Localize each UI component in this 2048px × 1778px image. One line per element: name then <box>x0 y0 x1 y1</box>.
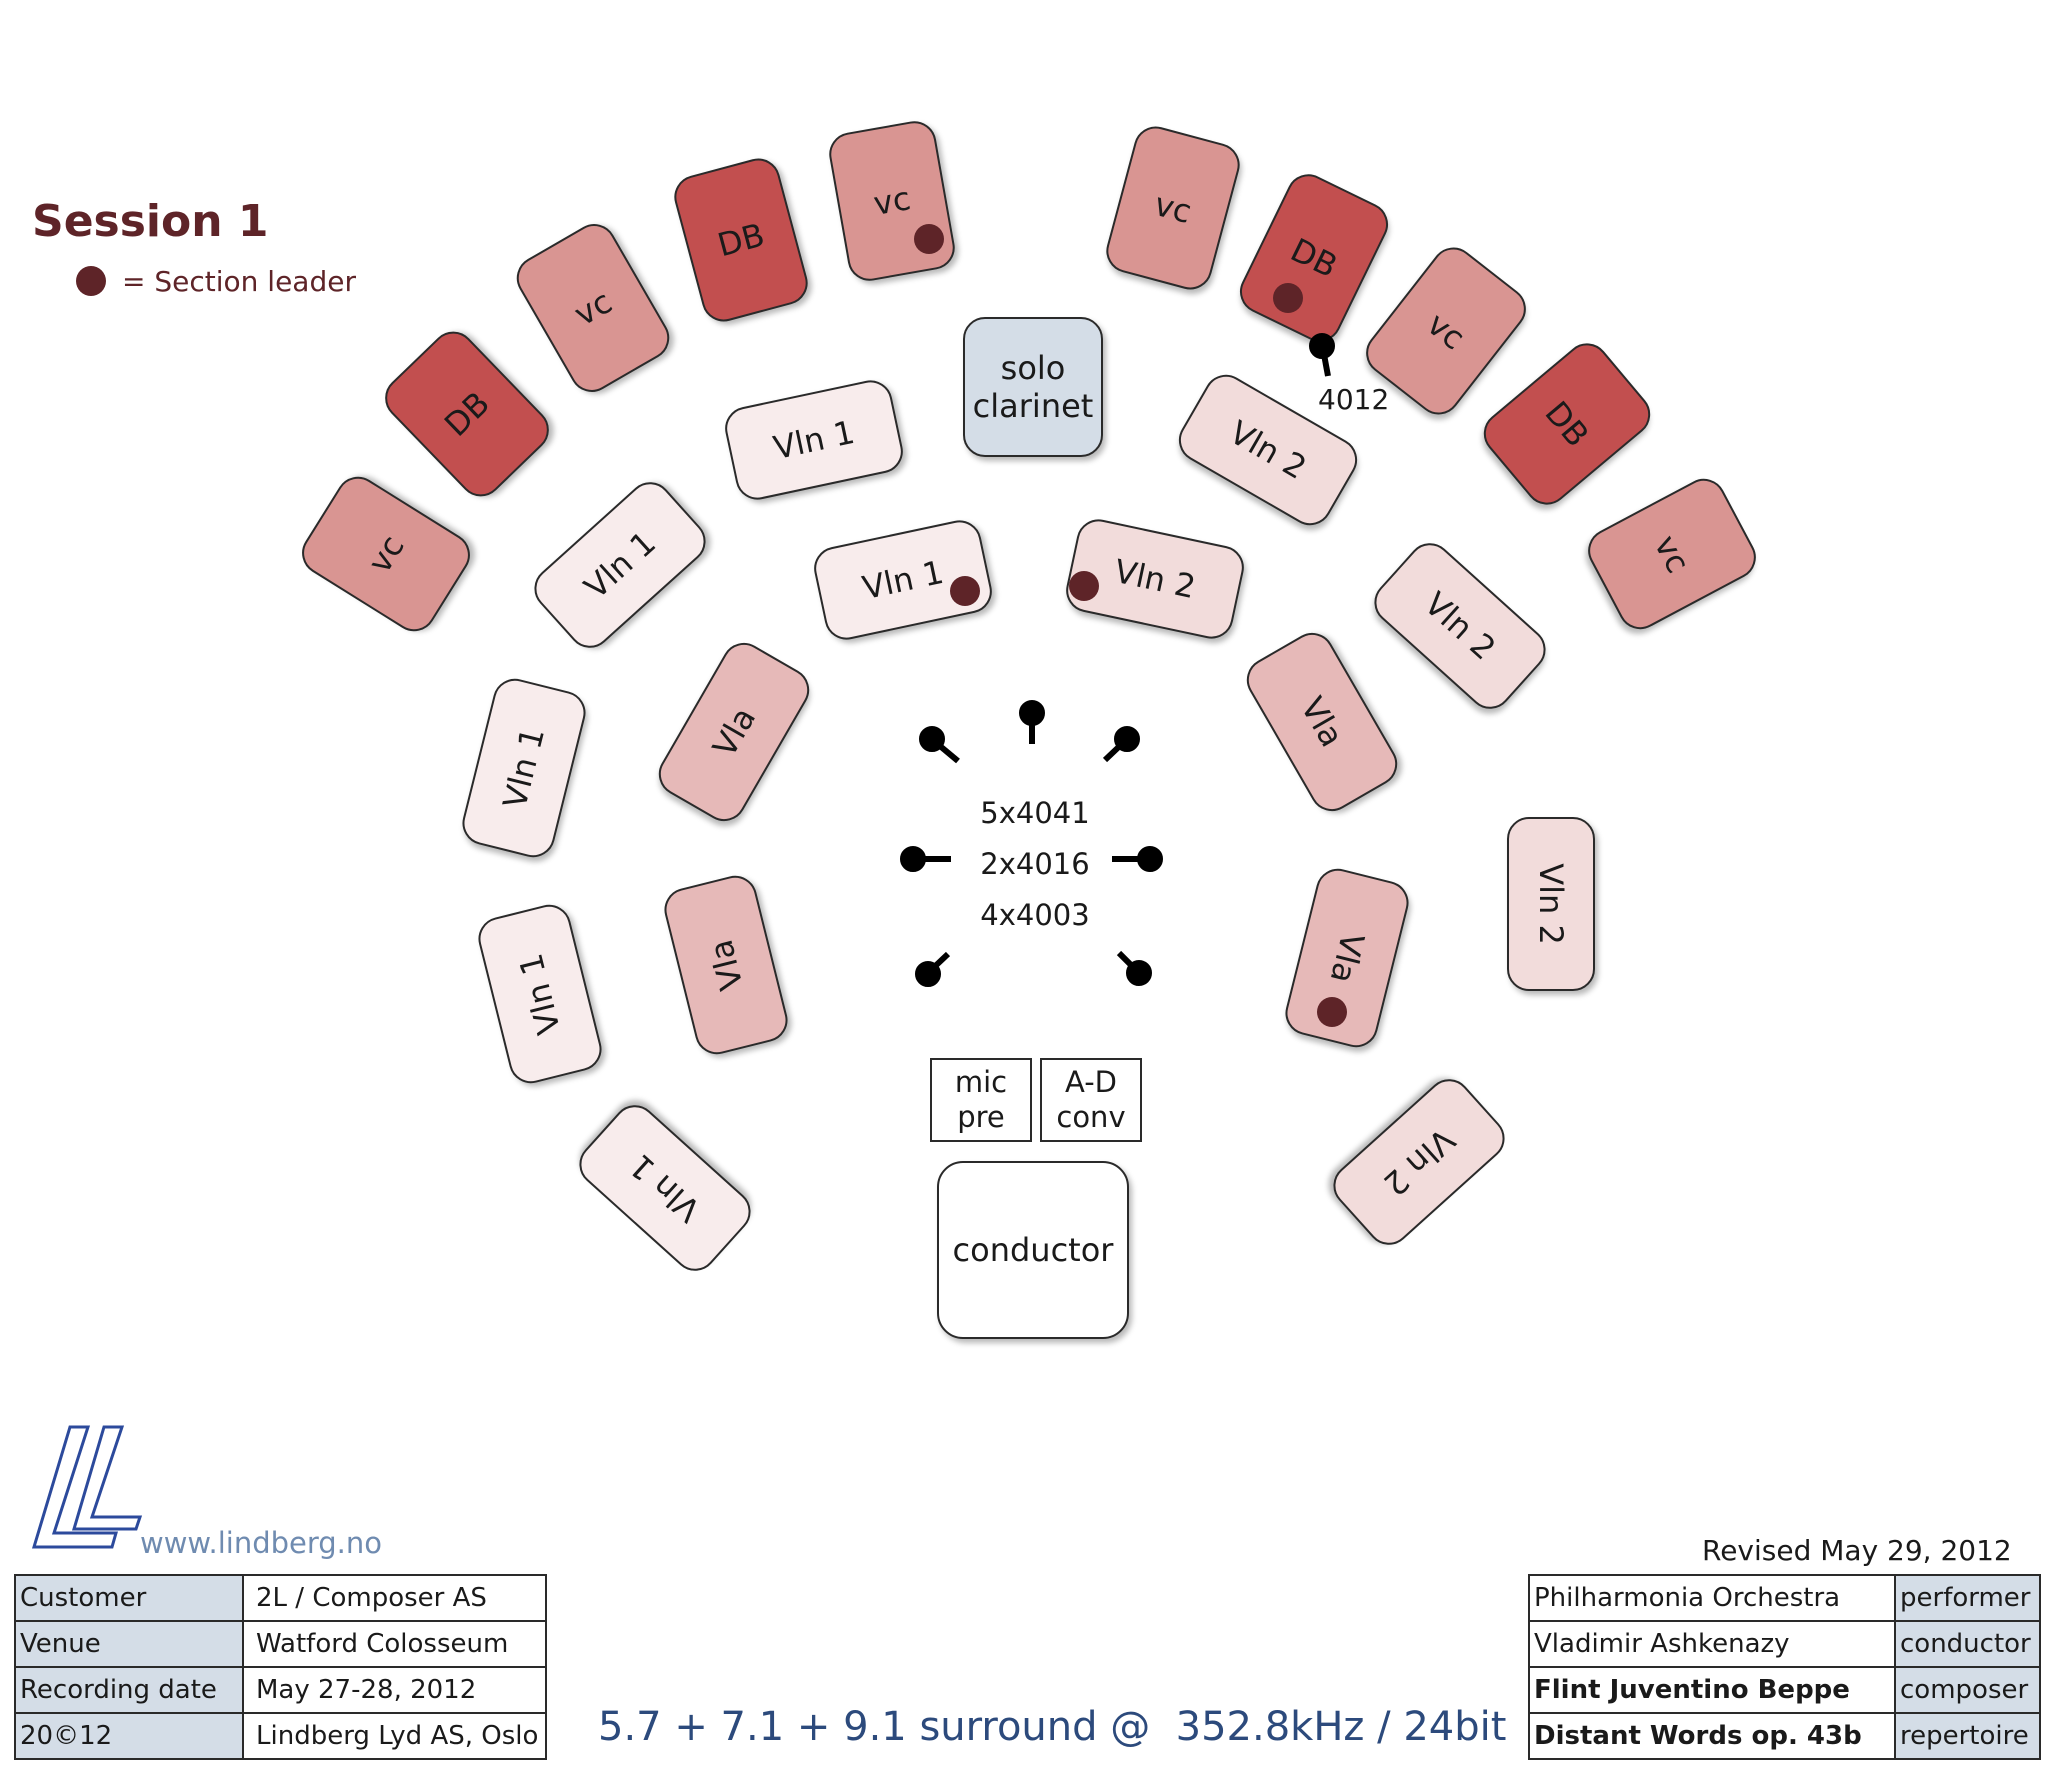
microphone-icon <box>1112 846 1163 872</box>
section-leader-dot-icon <box>1273 283 1303 313</box>
main-mic-array-label: 5x4041 2x4016 4x4003 <box>980 788 1090 941</box>
microphone-icon <box>1019 700 1045 744</box>
spot-mic-label: 4012 <box>1318 383 1390 416</box>
section-leader-legend: = Section leader <box>76 264 356 298</box>
microphone-icon <box>915 951 951 987</box>
microphone-icon <box>919 726 960 764</box>
section-leader-dot-icon <box>914 224 944 254</box>
conductor-podium: conductor <box>937 1161 1129 1339</box>
section-leader-dot-icon <box>950 576 980 606</box>
section-leader-dot-icon <box>76 266 106 296</box>
mic-spec-line: 4x4003 <box>980 898 1090 932</box>
mic-spec-line: 2x4016 <box>980 847 1090 881</box>
surround-format-caption: 5.7 + 7.1 + 9.1 surround @ 352.8kHz / 24… <box>598 1704 1507 1750</box>
section-leader-dot-icon <box>1069 571 1099 601</box>
microphone-icon <box>900 846 951 872</box>
clarinet-label: clarinet <box>972 387 1094 425</box>
spot-microphone-icon <box>1309 333 1335 377</box>
seat-violin-2: Vln 2 <box>1507 817 1595 991</box>
lindberg-logo-icon <box>31 1425 143 1549</box>
revised-date: Revised May 29, 2012 <box>1702 1534 2012 1567</box>
solo-label: solo <box>1000 349 1066 387</box>
mic-spec-line: 5x4041 <box>980 796 1090 830</box>
section-leader-dot-icon <box>1317 997 1347 1027</box>
legend-label: = Section leader <box>122 264 356 298</box>
conductor-label: conductor <box>952 1231 1114 1269</box>
website-url[interactable]: www.lindberg.no <box>140 1526 383 1560</box>
session-title: Session 1 <box>32 196 269 247</box>
solo-clarinet-seat: solo clarinet <box>963 317 1103 457</box>
microphone-icon <box>1102 726 1140 763</box>
microphone-icon <box>1116 950 1152 986</box>
